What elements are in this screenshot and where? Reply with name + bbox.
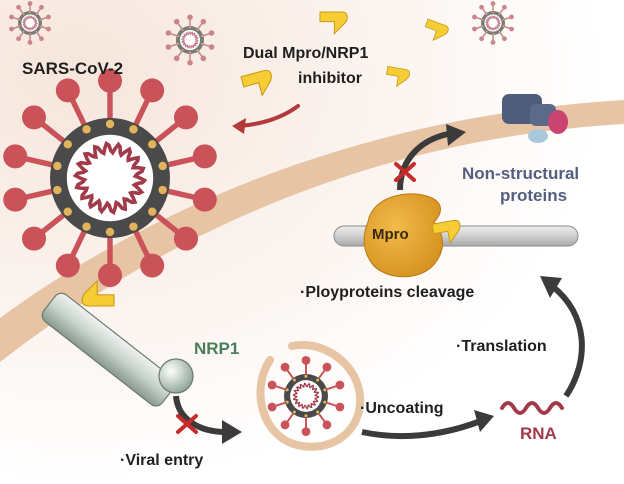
- viral-entry-arrow: [173, 395, 227, 435]
- cleavage-label: ·Ployproteins cleavage: [300, 284, 475, 301]
- viral-entry-label: ·Viral entry: [120, 452, 204, 469]
- inhibitor-icon: [240, 69, 272, 97]
- uncoating-arrow: [361, 419, 480, 440]
- protein-blocks-icon: [502, 94, 568, 143]
- inhibitor-icon: [424, 18, 449, 41]
- mpro-icon: [363, 193, 443, 278]
- block-x-icon: [176, 414, 198, 434]
- virus-icon-small: [9, 1, 51, 45]
- rna-icon: [500, 401, 564, 415]
- inhibitor-icon: [81, 279, 115, 307]
- inhibitor-arrowhead: [232, 118, 246, 134]
- translation-arrowhead: [540, 276, 562, 298]
- inhibitor-label-line2: inhibitor: [298, 70, 362, 87]
- viral-entry-arrowhead: [222, 420, 242, 444]
- block-x-icon: [394, 162, 416, 182]
- nrp1-receptor-icon: [41, 292, 194, 407]
- product-label-line2: proteins: [500, 186, 568, 205]
- inhibitor-icon: [431, 219, 461, 245]
- inhibitor-arrow: [238, 104, 300, 128]
- cleavage-arrow: [397, 131, 449, 191]
- cleavage-arrowhead: [446, 124, 466, 146]
- virus-icon-endosome: [267, 355, 345, 437]
- virus-icon-small: [165, 14, 215, 66]
- translation-label: ·Translation: [456, 338, 547, 355]
- translation-arrow: [550, 283, 585, 398]
- inhibitor-icon: [319, 11, 348, 35]
- product-label-line1: Non-structural: [462, 164, 580, 183]
- receptor-label: NRP1: [194, 339, 240, 358]
- mpro-label: Mpro: [372, 226, 409, 243]
- rna-label: RNA: [520, 424, 557, 443]
- endosome-icon: [256, 340, 365, 451]
- uncoating-arrowhead: [474, 410, 494, 432]
- virus-icon: [3, 68, 217, 288]
- inhibitor-label-line1: Dual Mpro/NRP1: [243, 45, 369, 62]
- inhibitor-icon: [386, 65, 411, 88]
- virus-label: SARS-CoV-2: [22, 59, 124, 78]
- uncoating-label: ·Uncoating: [360, 400, 444, 417]
- virus-icon-small: [472, 1, 514, 45]
